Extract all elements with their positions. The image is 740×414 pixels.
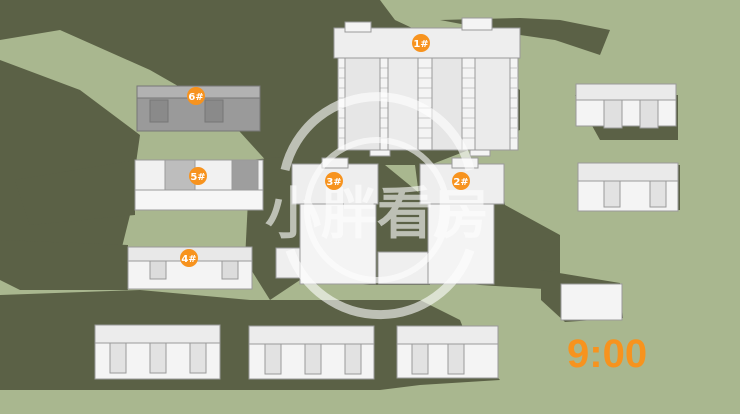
building-right-middle (577, 162, 679, 212)
time-of-day-label: 9:00 (567, 332, 648, 376)
marker-building-3: 3# (325, 172, 343, 190)
shadow-building-5-left (15, 160, 135, 225)
marker-building-5: 5# (189, 167, 207, 185)
marker-label-5: 5# (190, 172, 205, 183)
building-bottom-left (94, 324, 221, 380)
marker-building-2: 2# (452, 172, 470, 190)
marker-label-4: 4# (181, 254, 196, 265)
watermark-text: 小胖看房 (265, 182, 489, 247)
marker-label-6: 6# (188, 92, 203, 103)
watermark-logo-icon (280, 92, 475, 320)
building-right-top (575, 83, 677, 129)
marker-building-6: 6# (187, 87, 205, 105)
building-4 (127, 246, 253, 290)
shadow-building-4-left (0, 240, 128, 290)
building-bottom-right (396, 325, 499, 379)
marker-label-1: 1# (413, 39, 428, 50)
marker-building-1: 1# (412, 34, 430, 52)
building-bottom-middle (248, 325, 375, 380)
building-right-bottom (560, 283, 623, 321)
marker-label-3: 3# (326, 177, 341, 188)
watermark: 小胖看房 (265, 92, 489, 320)
marker-building-4: 4# (180, 249, 198, 267)
marker-label-2: 2# (453, 177, 468, 188)
